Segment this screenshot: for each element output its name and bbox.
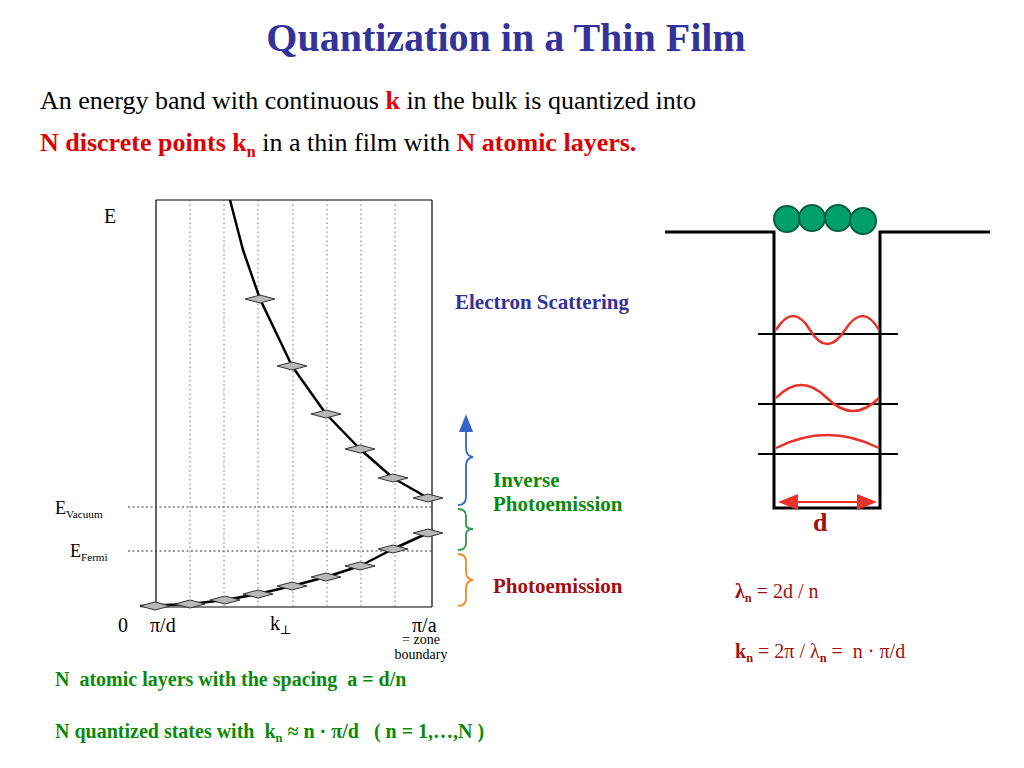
- label-text: E: [55, 498, 66, 518]
- k-axis: [156, 606, 432, 607]
- label-text: Photoemission: [493, 574, 623, 598]
- label-text: in the bulk is quantized into: [406, 86, 696, 115]
- level-lines: [758, 334, 898, 454]
- zone-note: = zone boundary: [378, 633, 464, 662]
- subscript: Fermi: [81, 551, 108, 563]
- label-text: = zone boundary: [395, 632, 448, 662]
- quantum-well: [665, 232, 990, 508]
- label-text: λ: [735, 580, 745, 602]
- zone-boundary-line: [431, 200, 432, 607]
- upper-band: [230, 200, 428, 498]
- orange-brace: [458, 554, 473, 606]
- label-text: π/d: [150, 614, 176, 636]
- axis-label: E: [104, 205, 116, 228]
- label-text: = 2d / n: [757, 580, 819, 602]
- subscript: n: [745, 591, 752, 605]
- blue-brace: [458, 416, 473, 505]
- green-brace: [458, 509, 473, 550]
- level-label: EVacuum: [55, 498, 103, 519]
- formula: kn= 2π / λn= n · π/d: [735, 640, 905, 663]
- label-text: = 2π / λ: [758, 640, 820, 662]
- quantized-points: [140, 295, 443, 610]
- label-text: N quantized states with k: [55, 720, 276, 742]
- label-text: k: [385, 86, 399, 115]
- label-text: d: [813, 508, 827, 537]
- label-text: k: [270, 612, 280, 634]
- label-text: N discrete points k: [40, 128, 247, 157]
- label-text: 0: [118, 614, 128, 636]
- region-label: Inverse Photoemission: [493, 468, 683, 516]
- formula: λn = 2d / n: [735, 580, 819, 603]
- energy-levels: [128, 507, 432, 551]
- slide-title: Quantization in a Thin Film: [0, 14, 1018, 61]
- lower-band: [140, 533, 428, 606]
- label-text: E: [104, 205, 116, 227]
- tick-label: 0: [118, 614, 128, 637]
- label-text: in a thin film with: [262, 128, 450, 157]
- grid-lines: [190, 200, 395, 607]
- subscript: n: [247, 143, 256, 160]
- width-arrow: [780, 501, 875, 503]
- subscript: ⊥: [280, 623, 292, 637]
- label-text: N atomic layers.: [457, 128, 637, 157]
- subscript: n: [746, 651, 753, 665]
- subscript: Vacuum: [66, 508, 103, 520]
- label-text: = n · π/d: [832, 640, 906, 662]
- subscript: n: [276, 731, 283, 745]
- band-curve: [140, 200, 428, 606]
- note-line: N quantized states with kn ≈ n · π/d ( n …: [55, 720, 484, 743]
- note-line: N atomic layers with the spacing a = d/n: [55, 668, 406, 691]
- label-text: Electron Scattering: [455, 290, 629, 314]
- region-label: Photoemission: [493, 574, 623, 598]
- subscript: n: [820, 651, 827, 665]
- plot-frame: [156, 200, 432, 607]
- tick-label: π/d: [150, 614, 176, 637]
- label-text: k: [735, 640, 746, 662]
- vacuum-level: [128, 506, 432, 507]
- energy-axis: [155, 200, 156, 607]
- frame-top: [156, 199, 432, 200]
- dimension-label: d: [813, 508, 827, 538]
- subtitle-line: An energy band with continuouskin the bu…: [40, 86, 696, 116]
- label-text: E: [70, 541, 81, 561]
- subtitle-line: N discrete points kn in a thin film withN…: [40, 128, 636, 158]
- label-text: ≈ n · π/d ( n = 1,…,N ): [287, 720, 484, 742]
- label-text: Inverse Photoemission: [493, 468, 623, 516]
- axis-label: k⊥: [270, 612, 292, 635]
- wavefunctions: [776, 316, 879, 448]
- region-label: Electron Scattering: [455, 290, 629, 314]
- label-text: N atomic layers with the spacing a = d/n: [55, 668, 406, 690]
- level-label: EFermi: [70, 541, 108, 562]
- label-text: An energy band with continuous: [40, 86, 379, 115]
- atoms: [774, 205, 876, 234]
